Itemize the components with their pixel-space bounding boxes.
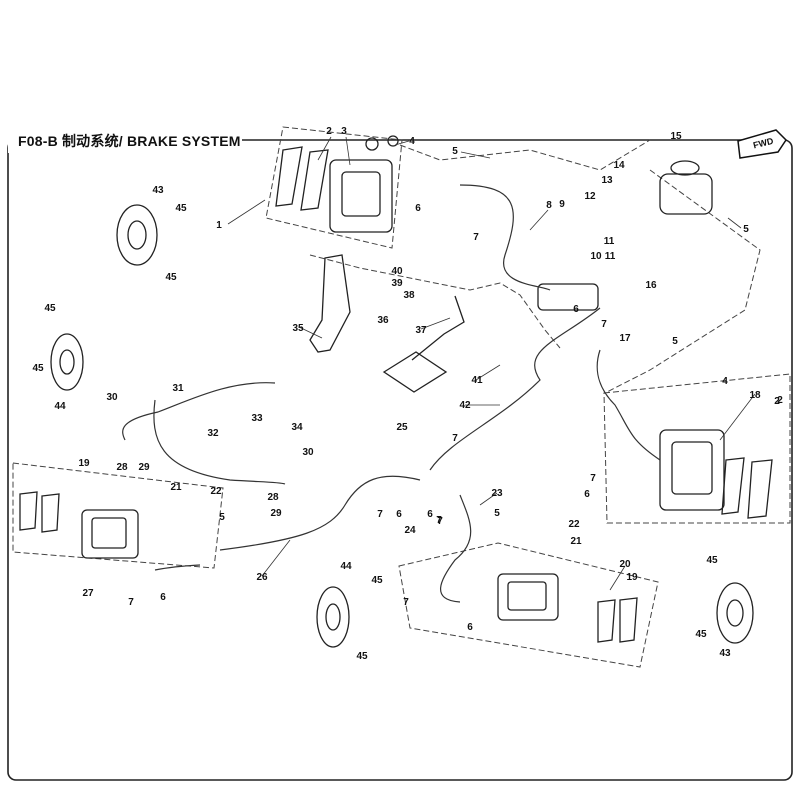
callout-2: 2 — [774, 396, 780, 407]
callout-5: 5 — [452, 146, 458, 157]
callout-21: 21 — [170, 482, 182, 493]
callout-45: 45 — [706, 555, 718, 566]
callout-11: 11 — [605, 251, 616, 262]
callout-35: 35 — [292, 323, 304, 334]
callout-36: 36 — [377, 315, 389, 326]
callout-45: 45 — [32, 363, 44, 374]
callout-21: 21 — [570, 536, 582, 547]
callout-5: 5 — [219, 512, 225, 523]
callout-33: 33 — [251, 413, 263, 424]
brake-pedal — [309, 254, 465, 393]
group-boxes — [12, 126, 791, 668]
callout-6: 6 — [573, 304, 579, 315]
callout-6: 6 — [584, 489, 590, 500]
callout-labels: 1 2 2 2 3 4 4 5 5 5 5 5 6 6 6 6 6 6 6 7 … — [32, 126, 783, 662]
callout-2: 2 — [777, 395, 783, 406]
callout-26: 26 — [256, 572, 268, 583]
callout-6: 6 — [467, 622, 473, 633]
callout-4: 4 — [722, 376, 728, 387]
callout-29: 29 — [270, 508, 282, 519]
callout-43: 43 — [152, 185, 164, 196]
callout-41: 41 — [471, 375, 483, 386]
callout-8: 8 — [546, 200, 552, 211]
callout-45: 45 — [356, 651, 368, 662]
callout-27: 27 — [82, 588, 94, 599]
callout-3: 3 — [341, 126, 347, 137]
callout-10: 10 — [590, 251, 602, 262]
callout-44: 44 — [54, 401, 66, 412]
callout-23: 23 — [491, 488, 503, 499]
callout-18: 18 — [749, 390, 761, 401]
brake-lines — [122, 184, 661, 603]
leader-lines — [227, 136, 756, 591]
callout-19: 19 — [78, 458, 90, 469]
callout-12: 12 — [584, 191, 596, 202]
callout-34: 34 — [291, 422, 303, 433]
callout-7: 7 — [437, 516, 443, 527]
callout-7: 7 — [452, 433, 458, 444]
master-cylinder — [537, 160, 713, 311]
callout-28: 28 — [267, 492, 279, 503]
callout-45: 45 — [371, 575, 383, 586]
callout-15: 15 — [670, 131, 682, 142]
callout-44: 44 — [340, 561, 352, 572]
callout-30: 30 — [106, 392, 118, 403]
callout-45: 45 — [175, 203, 187, 214]
outer-frame — [7, 139, 793, 781]
callout-7: 7 — [473, 232, 479, 243]
callout-37: 37 — [415, 325, 427, 336]
callout-7: 7 — [590, 473, 596, 484]
callout-40: 40 — [391, 266, 403, 277]
callout-25: 25 — [396, 422, 408, 433]
rear-caliper-left — [19, 491, 139, 559]
fwd-label: FWD — [752, 136, 775, 151]
callout-19: 19 — [626, 572, 638, 583]
callout-38: 38 — [403, 290, 415, 301]
callout-1: 1 — [216, 220, 222, 231]
callout-7: 7 — [436, 515, 442, 526]
callout-7: 7 — [403, 597, 409, 608]
callout-24: 24 — [404, 525, 416, 536]
front-caliper-top — [275, 135, 399, 233]
callout-6: 6 — [415, 203, 421, 214]
rear-caliper-right — [497, 573, 638, 643]
callout-30: 30 — [302, 447, 314, 458]
brake-discs — [50, 204, 754, 648]
callout-43: 43 — [719, 648, 731, 659]
callout-13: 13 — [601, 175, 613, 186]
callout-29: 29 — [138, 462, 150, 473]
callout-6: 6 — [427, 509, 433, 520]
callout-22: 22 — [568, 519, 580, 530]
callout-6: 6 — [396, 509, 402, 520]
callout-7: 7 — [377, 509, 383, 520]
callout-6: 6 — [160, 592, 166, 603]
callout-45: 45 — [165, 272, 177, 283]
callout-28: 28 — [116, 462, 128, 473]
callout-45: 45 — [695, 629, 707, 640]
callout-2: 2 — [326, 126, 332, 137]
callout-16: 16 — [645, 280, 657, 291]
title-tab — [8, 128, 242, 153]
callout-39: 39 — [391, 278, 403, 289]
callout-7: 7 — [601, 319, 607, 330]
fwd-arrow-icon — [737, 129, 787, 159]
callout-17: 17 — [619, 333, 631, 344]
callout-45: 45 — [44, 303, 56, 314]
callout-20: 20 — [619, 559, 631, 570]
callout-5: 5 — [494, 508, 500, 519]
callout-31: 31 — [172, 383, 184, 394]
callout-14: 14 — [613, 160, 625, 171]
page-title: F08-B 制动系统/ BRAKE SYSTEM — [18, 133, 241, 149]
callout-4: 4 — [409, 136, 415, 147]
callout-42: 42 — [459, 400, 471, 411]
callout-32: 32 — [207, 428, 219, 439]
callout-22: 22 — [210, 486, 222, 497]
callout-5: 5 — [743, 224, 749, 235]
callout-7: 7 — [128, 597, 134, 608]
callout-9: 9 — [559, 199, 565, 210]
front-caliper-right — [659, 429, 773, 519]
callout-5: 5 — [672, 336, 678, 347]
callout-11: 11 — [604, 236, 615, 247]
